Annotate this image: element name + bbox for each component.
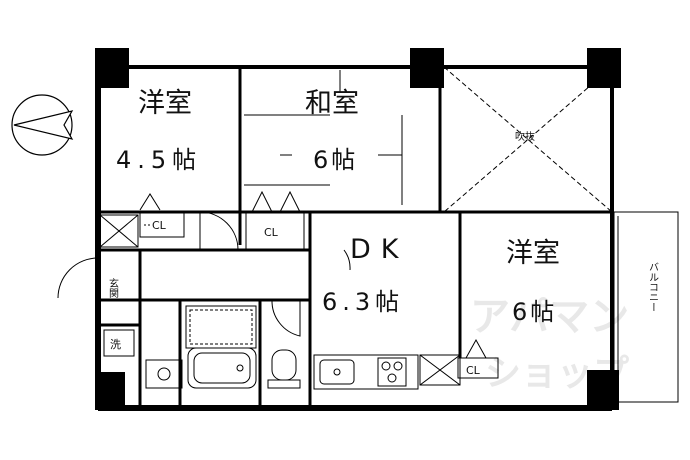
void-area	[443, 66, 613, 213]
room-japanese-name: 和室	[305, 88, 359, 119]
void-label: 吹抜	[515, 130, 535, 143]
balcony-label: バルコニー	[647, 262, 659, 312]
balcony	[613, 211, 679, 403]
kitchen-counter	[313, 354, 419, 390]
room-western-a-name: 洋室	[138, 88, 192, 119]
north-compass-icon	[11, 94, 74, 156]
room-dk-size: 6.3帖	[322, 288, 404, 316]
doors	[57, 190, 613, 359]
bathroom-fixtures	[103, 305, 301, 389]
room-western-b-size: 6帖	[512, 298, 557, 326]
watermark-line1: アパマン	[470, 294, 629, 340]
laundry-label: 洗	[110, 338, 121, 351]
room-dk-name: DK	[350, 234, 409, 265]
room-japanese-size: 6帖	[313, 146, 358, 174]
room-western-b-name: 洋室	[506, 238, 560, 269]
closet-label-2: CL	[264, 226, 279, 239]
closet-label-3: CL	[466, 364, 481, 377]
structural-columns	[95, 48, 621, 410]
room-western-a-size: 4.5帖	[116, 146, 202, 174]
closet-label-1: CL	[152, 219, 167, 232]
entrance-label: 玄関	[107, 277, 119, 299]
closets	[99, 211, 499, 386]
